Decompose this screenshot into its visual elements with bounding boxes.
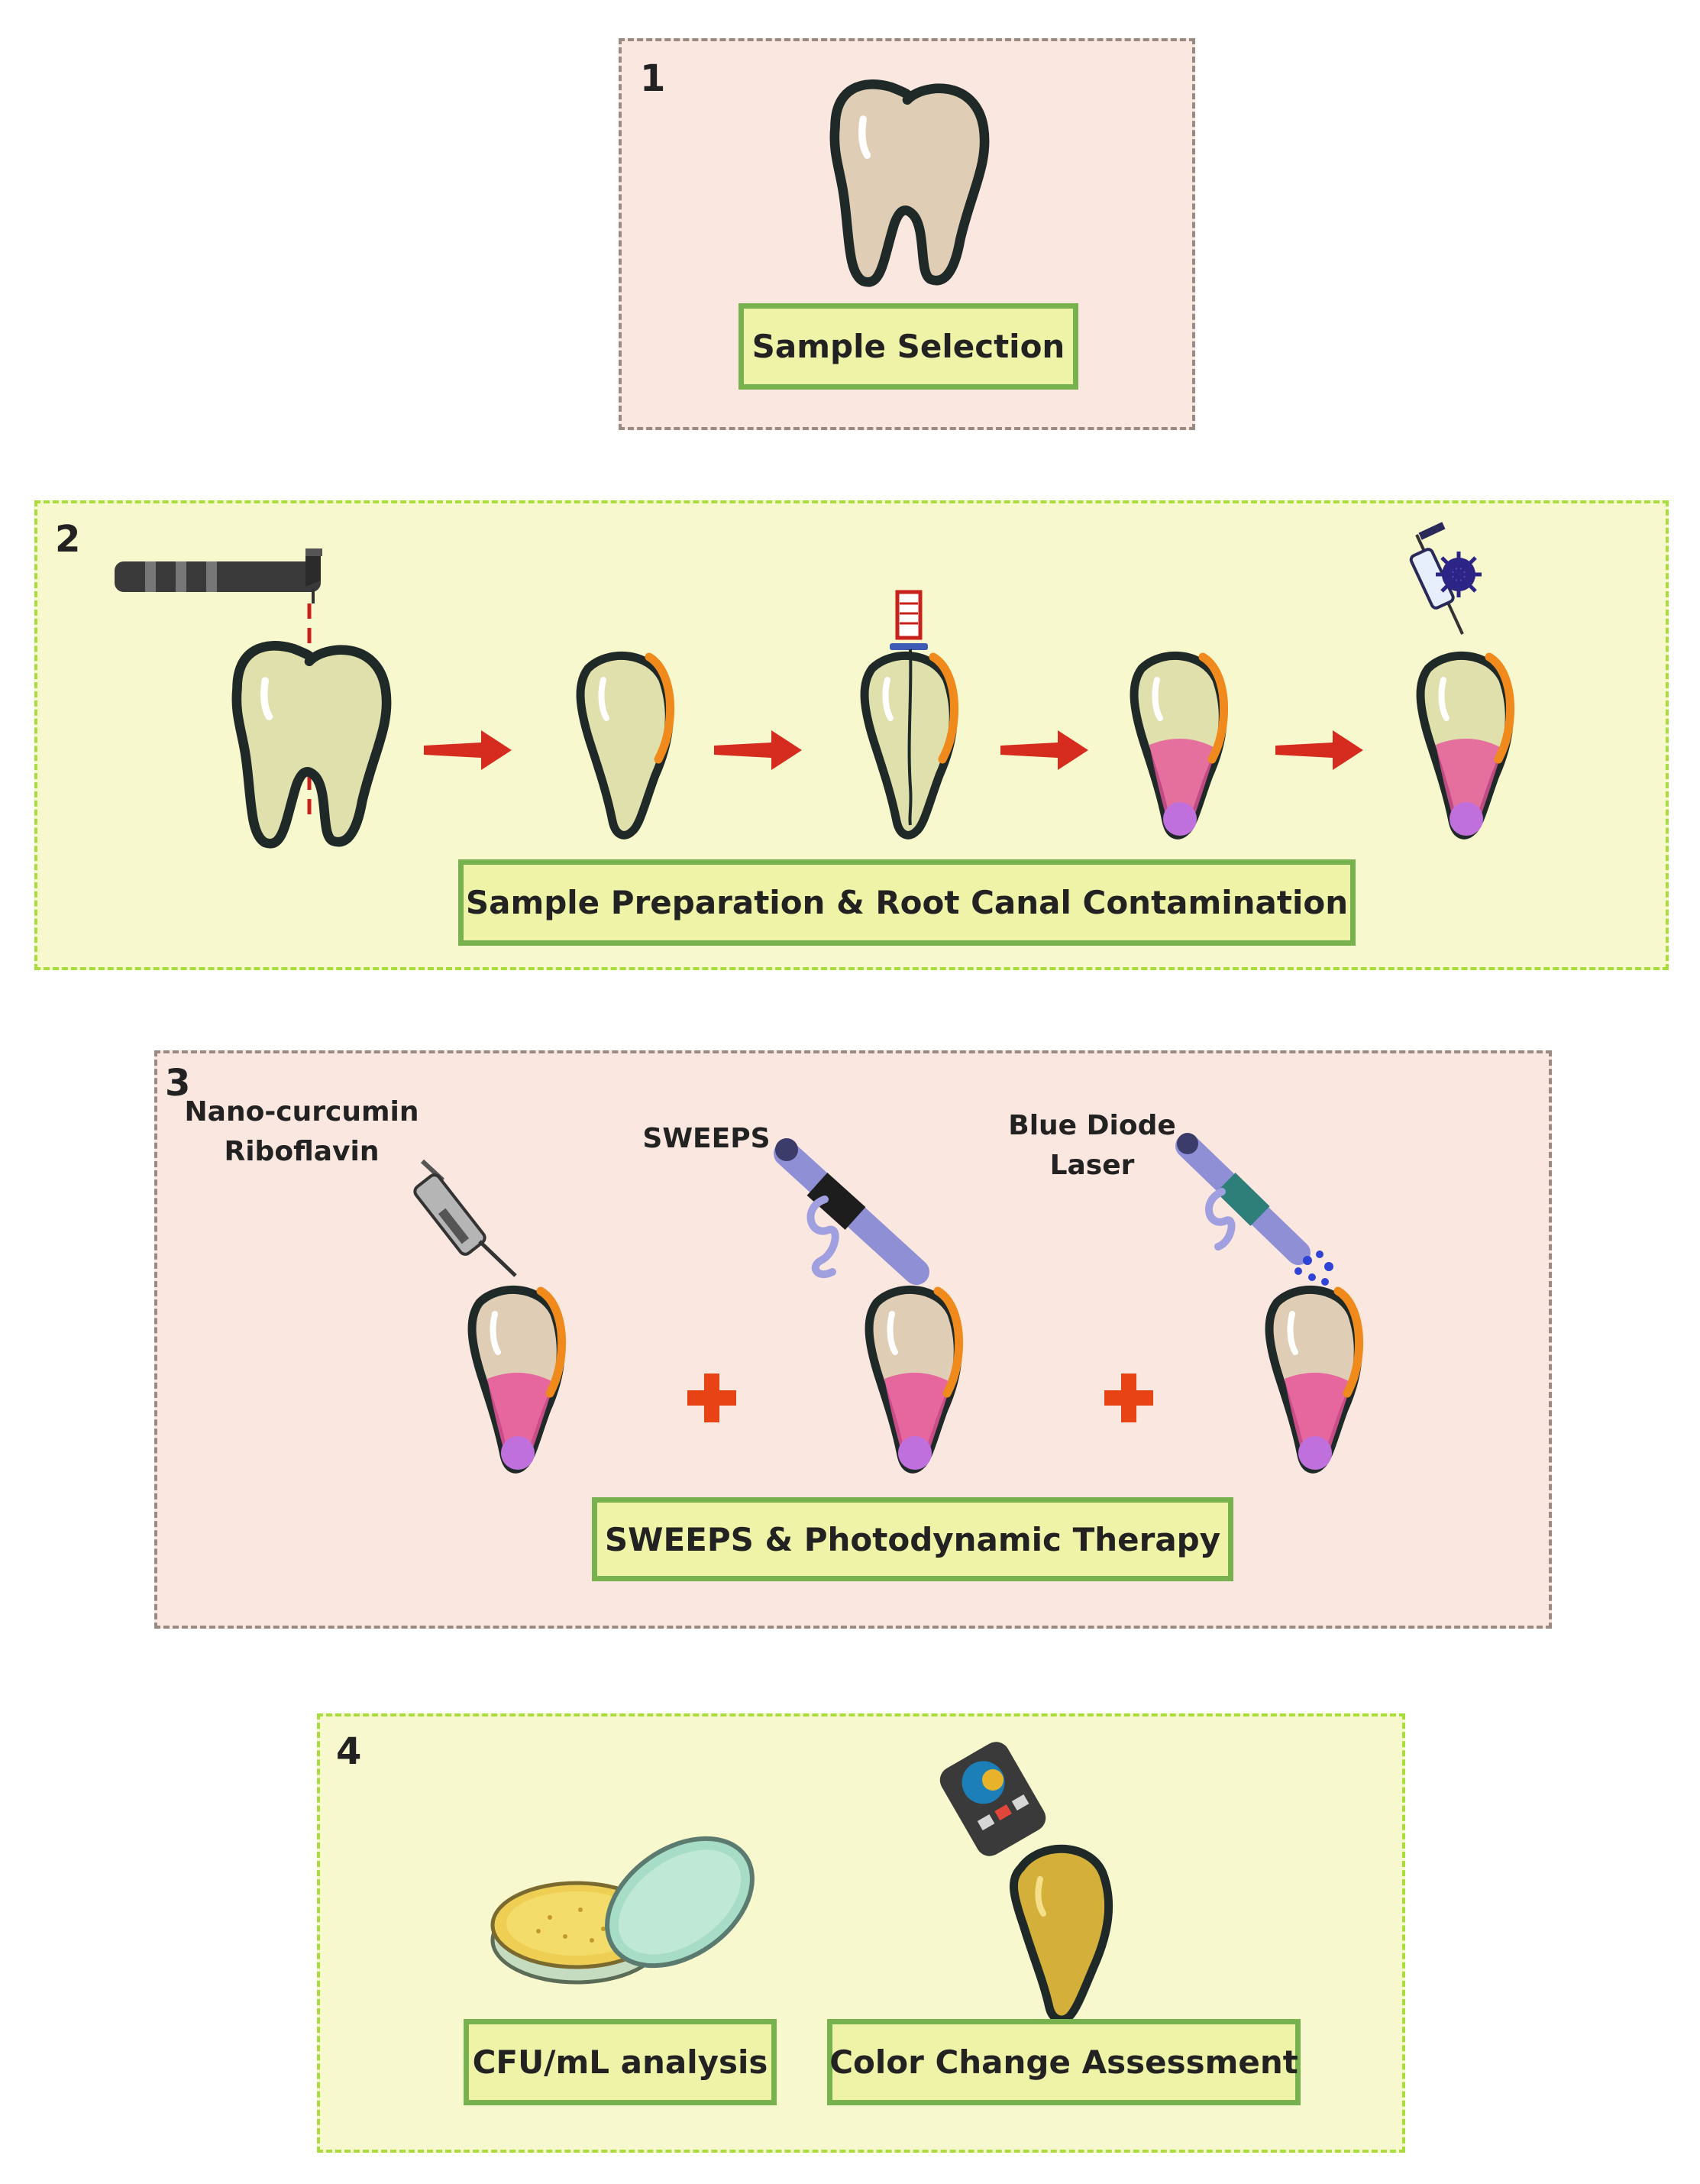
endo-file-icon bbox=[890, 590, 928, 650]
sweeps-tool-label: SWEEPS bbox=[642, 1123, 771, 1154]
step-4-number: 4 bbox=[336, 1730, 362, 1773]
step-1-number: 1 bbox=[640, 57, 666, 100]
laser-line-1: Blue Diode bbox=[1008, 1110, 1176, 1141]
step-3-number: 3 bbox=[165, 1062, 191, 1105]
syringe-virus-icon bbox=[1409, 522, 1482, 635]
sweeps-handpiece-icon bbox=[774, 1138, 929, 1285]
laser-line-2: Laser bbox=[1049, 1150, 1135, 1182]
sweeps-pdt-label: SWEEPS & Photodynamic Therapy bbox=[592, 1497, 1233, 1581]
handpiece-icon bbox=[115, 548, 322, 603]
petri-dish-icon bbox=[490, 1836, 755, 1985]
laser-handpiece-icon bbox=[1175, 1133, 1333, 1286]
sample-selection-label: Sample Selection bbox=[738, 303, 1078, 390]
color-change-label: Color Change Assessment bbox=[827, 2019, 1301, 2105]
laser-tool-label: Blue Diode Laser bbox=[993, 1106, 1191, 1186]
photosensitizer-line-1: Nano-curcumin bbox=[184, 1096, 419, 1128]
micropipette-icon bbox=[413, 1159, 517, 1277]
spectrophotometer-icon bbox=[939, 1742, 1046, 1856]
cfu-analysis-label: CFU/mL analysis bbox=[464, 2019, 777, 2105]
sample-preparation-label: Sample Preparation & Root Canal Contamin… bbox=[458, 859, 1356, 946]
photosensitizer-line-2: Riboflavin bbox=[224, 1136, 380, 1168]
step-2-number: 2 bbox=[55, 518, 81, 561]
photosensitizer-label: Nano-curcumin Riboflavin bbox=[179, 1092, 424, 1172]
